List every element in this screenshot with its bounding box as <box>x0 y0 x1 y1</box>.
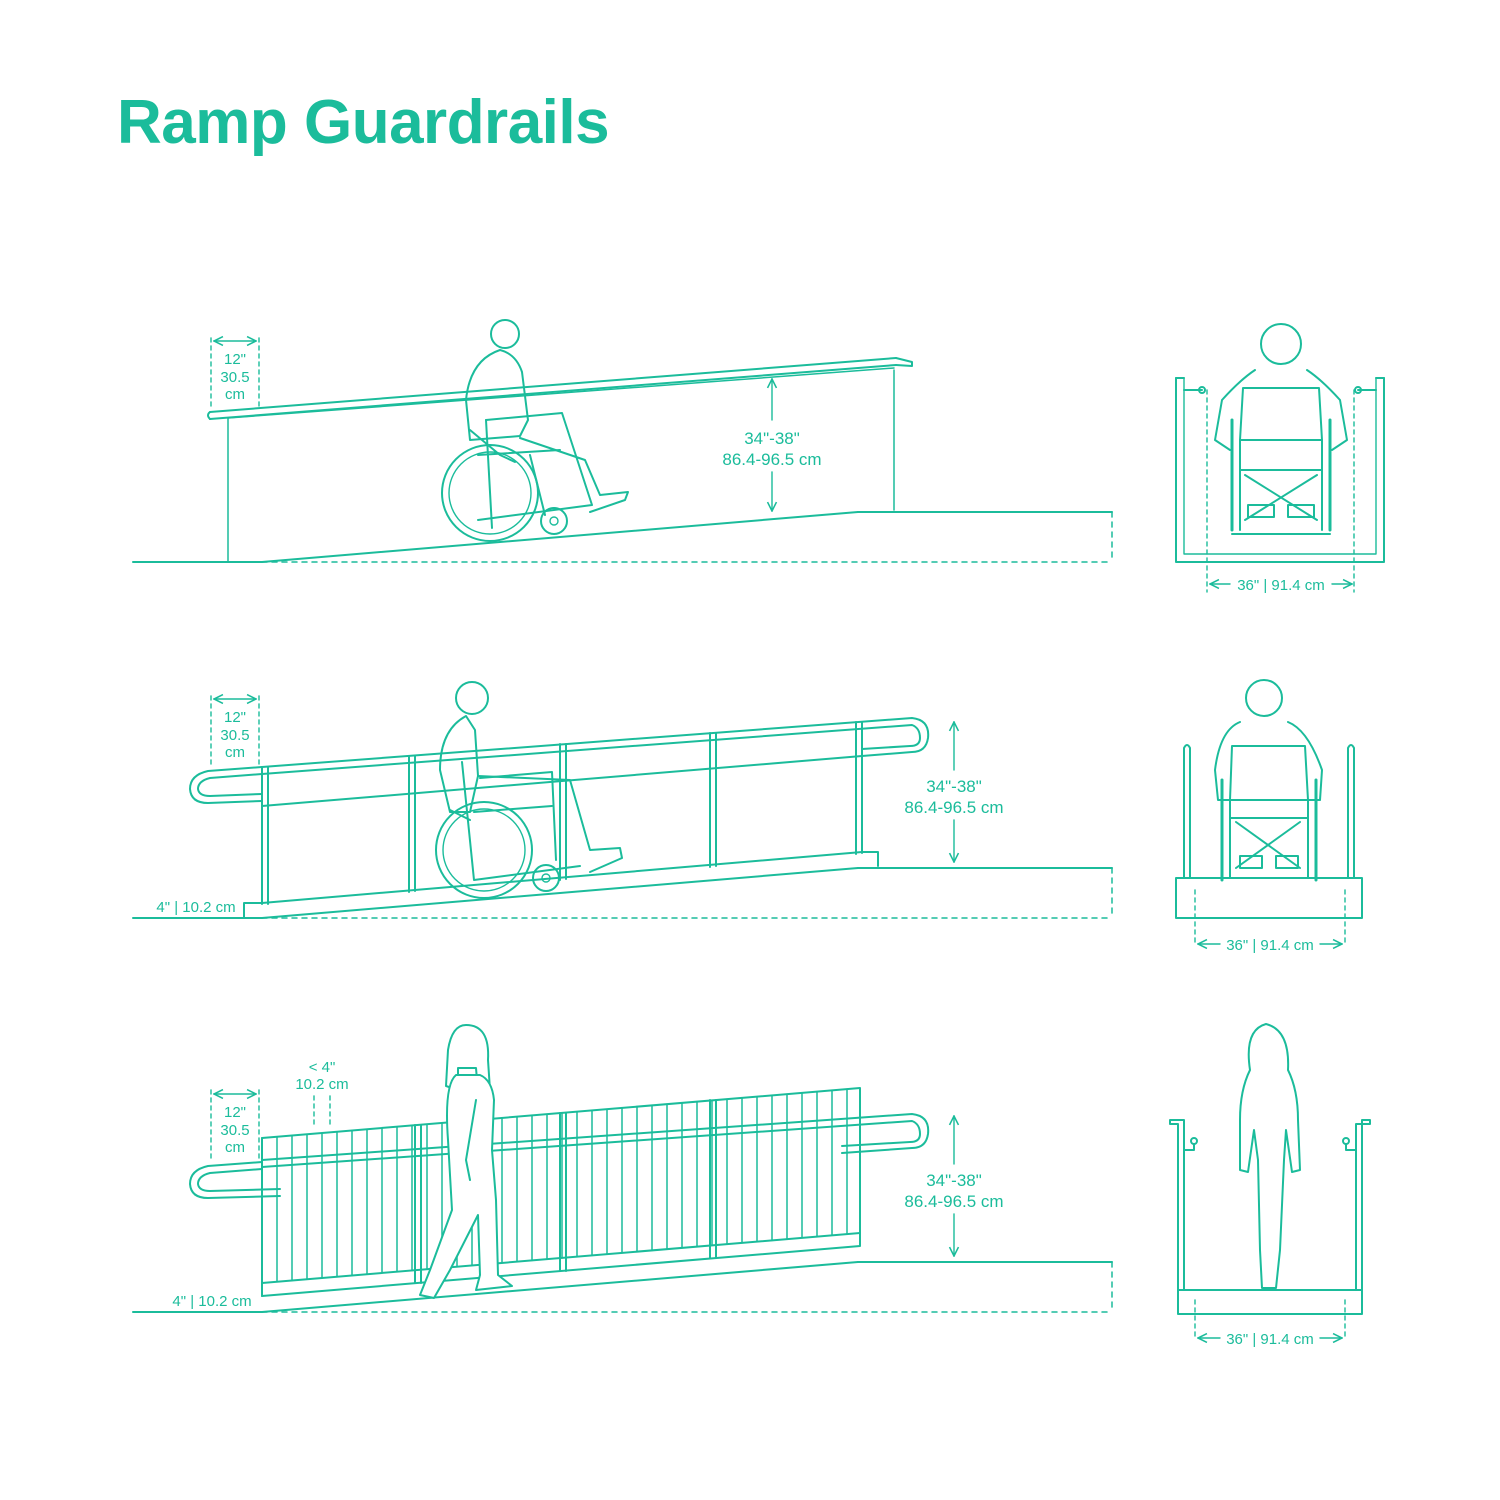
height-metric-label-3: 86.4-96.5 cm <box>904 1192 1003 1211</box>
side-view-wall-handrail <box>132 357 1113 563</box>
extension-cm-unit-label-2: cm <box>225 744 245 761</box>
curb-label-3: 4" | 10.2 cm <box>172 1293 251 1310</box>
extension-cm-unit-label-1: cm <box>225 386 245 403</box>
wheelchair-user-side-1 <box>441 319 629 542</box>
walking-woman-side <box>419 1024 513 1299</box>
gap-imperial-label: < 4" <box>309 1059 336 1076</box>
dim-extension-2 <box>210 696 260 767</box>
height-metric-label-2: 86.4-96.5 cm <box>904 798 1003 817</box>
dim-gap <box>313 1095 331 1129</box>
extension-cm-unit-label-3: cm <box>225 1139 245 1156</box>
front-view-baluster-guardrail <box>1169 1023 1371 1339</box>
front-width-label-2: 36" | 91.4 cm <box>1226 937 1314 954</box>
side-view-post-rail <box>132 717 1113 919</box>
curb-label-2: 4" | 10.2 cm <box>156 899 235 916</box>
height-imperial-label-3: 34"-38" <box>926 1171 982 1190</box>
front-width-label-3: 36" | 91.4 cm <box>1226 1331 1314 1348</box>
wheelchair-user-side-2 <box>435 681 623 899</box>
front-width-label-1: 36" | 91.4 cm <box>1237 577 1325 594</box>
dim-extension-1 <box>210 338 260 411</box>
extension-inch-label-2: 12" <box>224 709 246 726</box>
height-imperial-label-2: 34"-38" <box>926 777 982 796</box>
front-view-wall-handrail <box>1175 323 1385 593</box>
extension-inch-label-3: 12" <box>224 1104 246 1121</box>
extension-inch-label-1: 12" <box>224 351 246 368</box>
extension-cm-value-label-3: 30.5 <box>220 1122 249 1139</box>
side-view-baluster-guardrail <box>132 1087 1113 1313</box>
height-metric-label-1: 86.4-96.5 cm <box>722 450 821 469</box>
extension-cm-value-label-1: 30.5 <box>220 369 249 386</box>
dim-extension-3 <box>210 1090 260 1161</box>
gap-metric-label: 10.2 cm <box>295 1076 348 1093</box>
page-title: Ramp Guardrails <box>117 88 610 157</box>
front-view-post-rail <box>1175 679 1363 945</box>
height-imperial-label-1: 34"-38" <box>744 429 800 448</box>
extension-cm-value-label-2: 30.5 <box>220 727 249 744</box>
